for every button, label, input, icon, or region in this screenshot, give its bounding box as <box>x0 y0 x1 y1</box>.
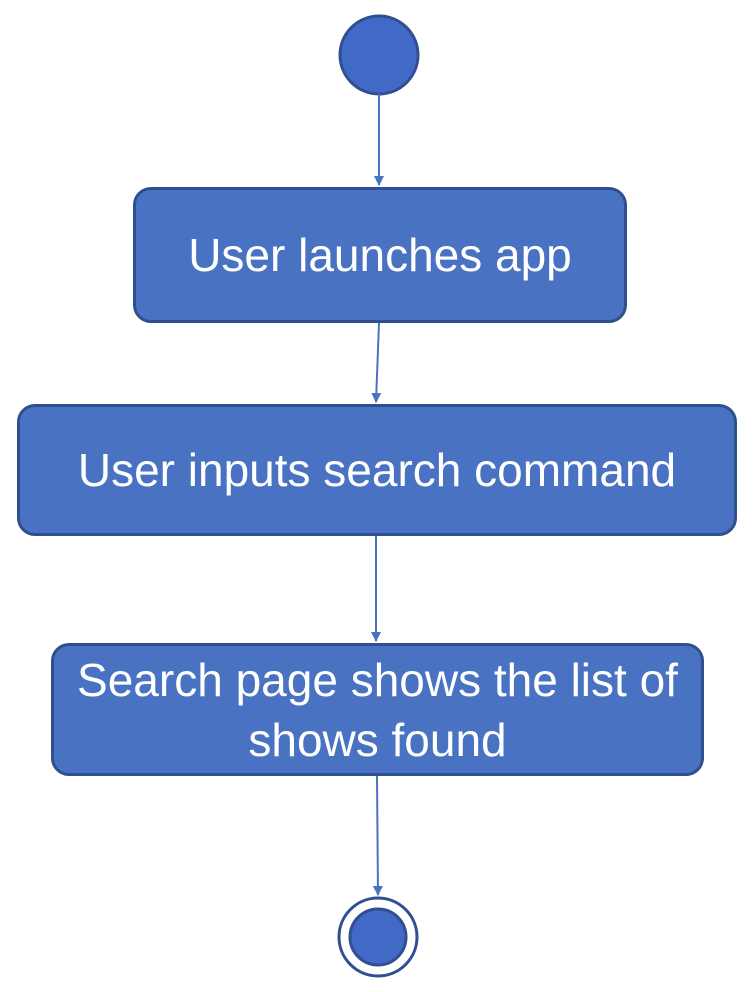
activity-node-input: User inputs search command <box>17 404 737 536</box>
activity-node-input-label: User inputs search command <box>77 444 677 496</box>
activity-node-launch-label: User launches app <box>188 229 572 281</box>
edge-results-to-end <box>372 775 383 896</box>
activity-node-results: Search page shows the list of shows foun… <box>51 643 704 776</box>
edge-launch-to-input <box>371 322 382 403</box>
activity-node-results-label: Search page shows the list of shows foun… <box>77 653 678 766</box>
start-node <box>338 14 420 96</box>
activity-node-launch: User launches app <box>133 187 627 323</box>
end-node-inner-dot <box>348 907 408 967</box>
